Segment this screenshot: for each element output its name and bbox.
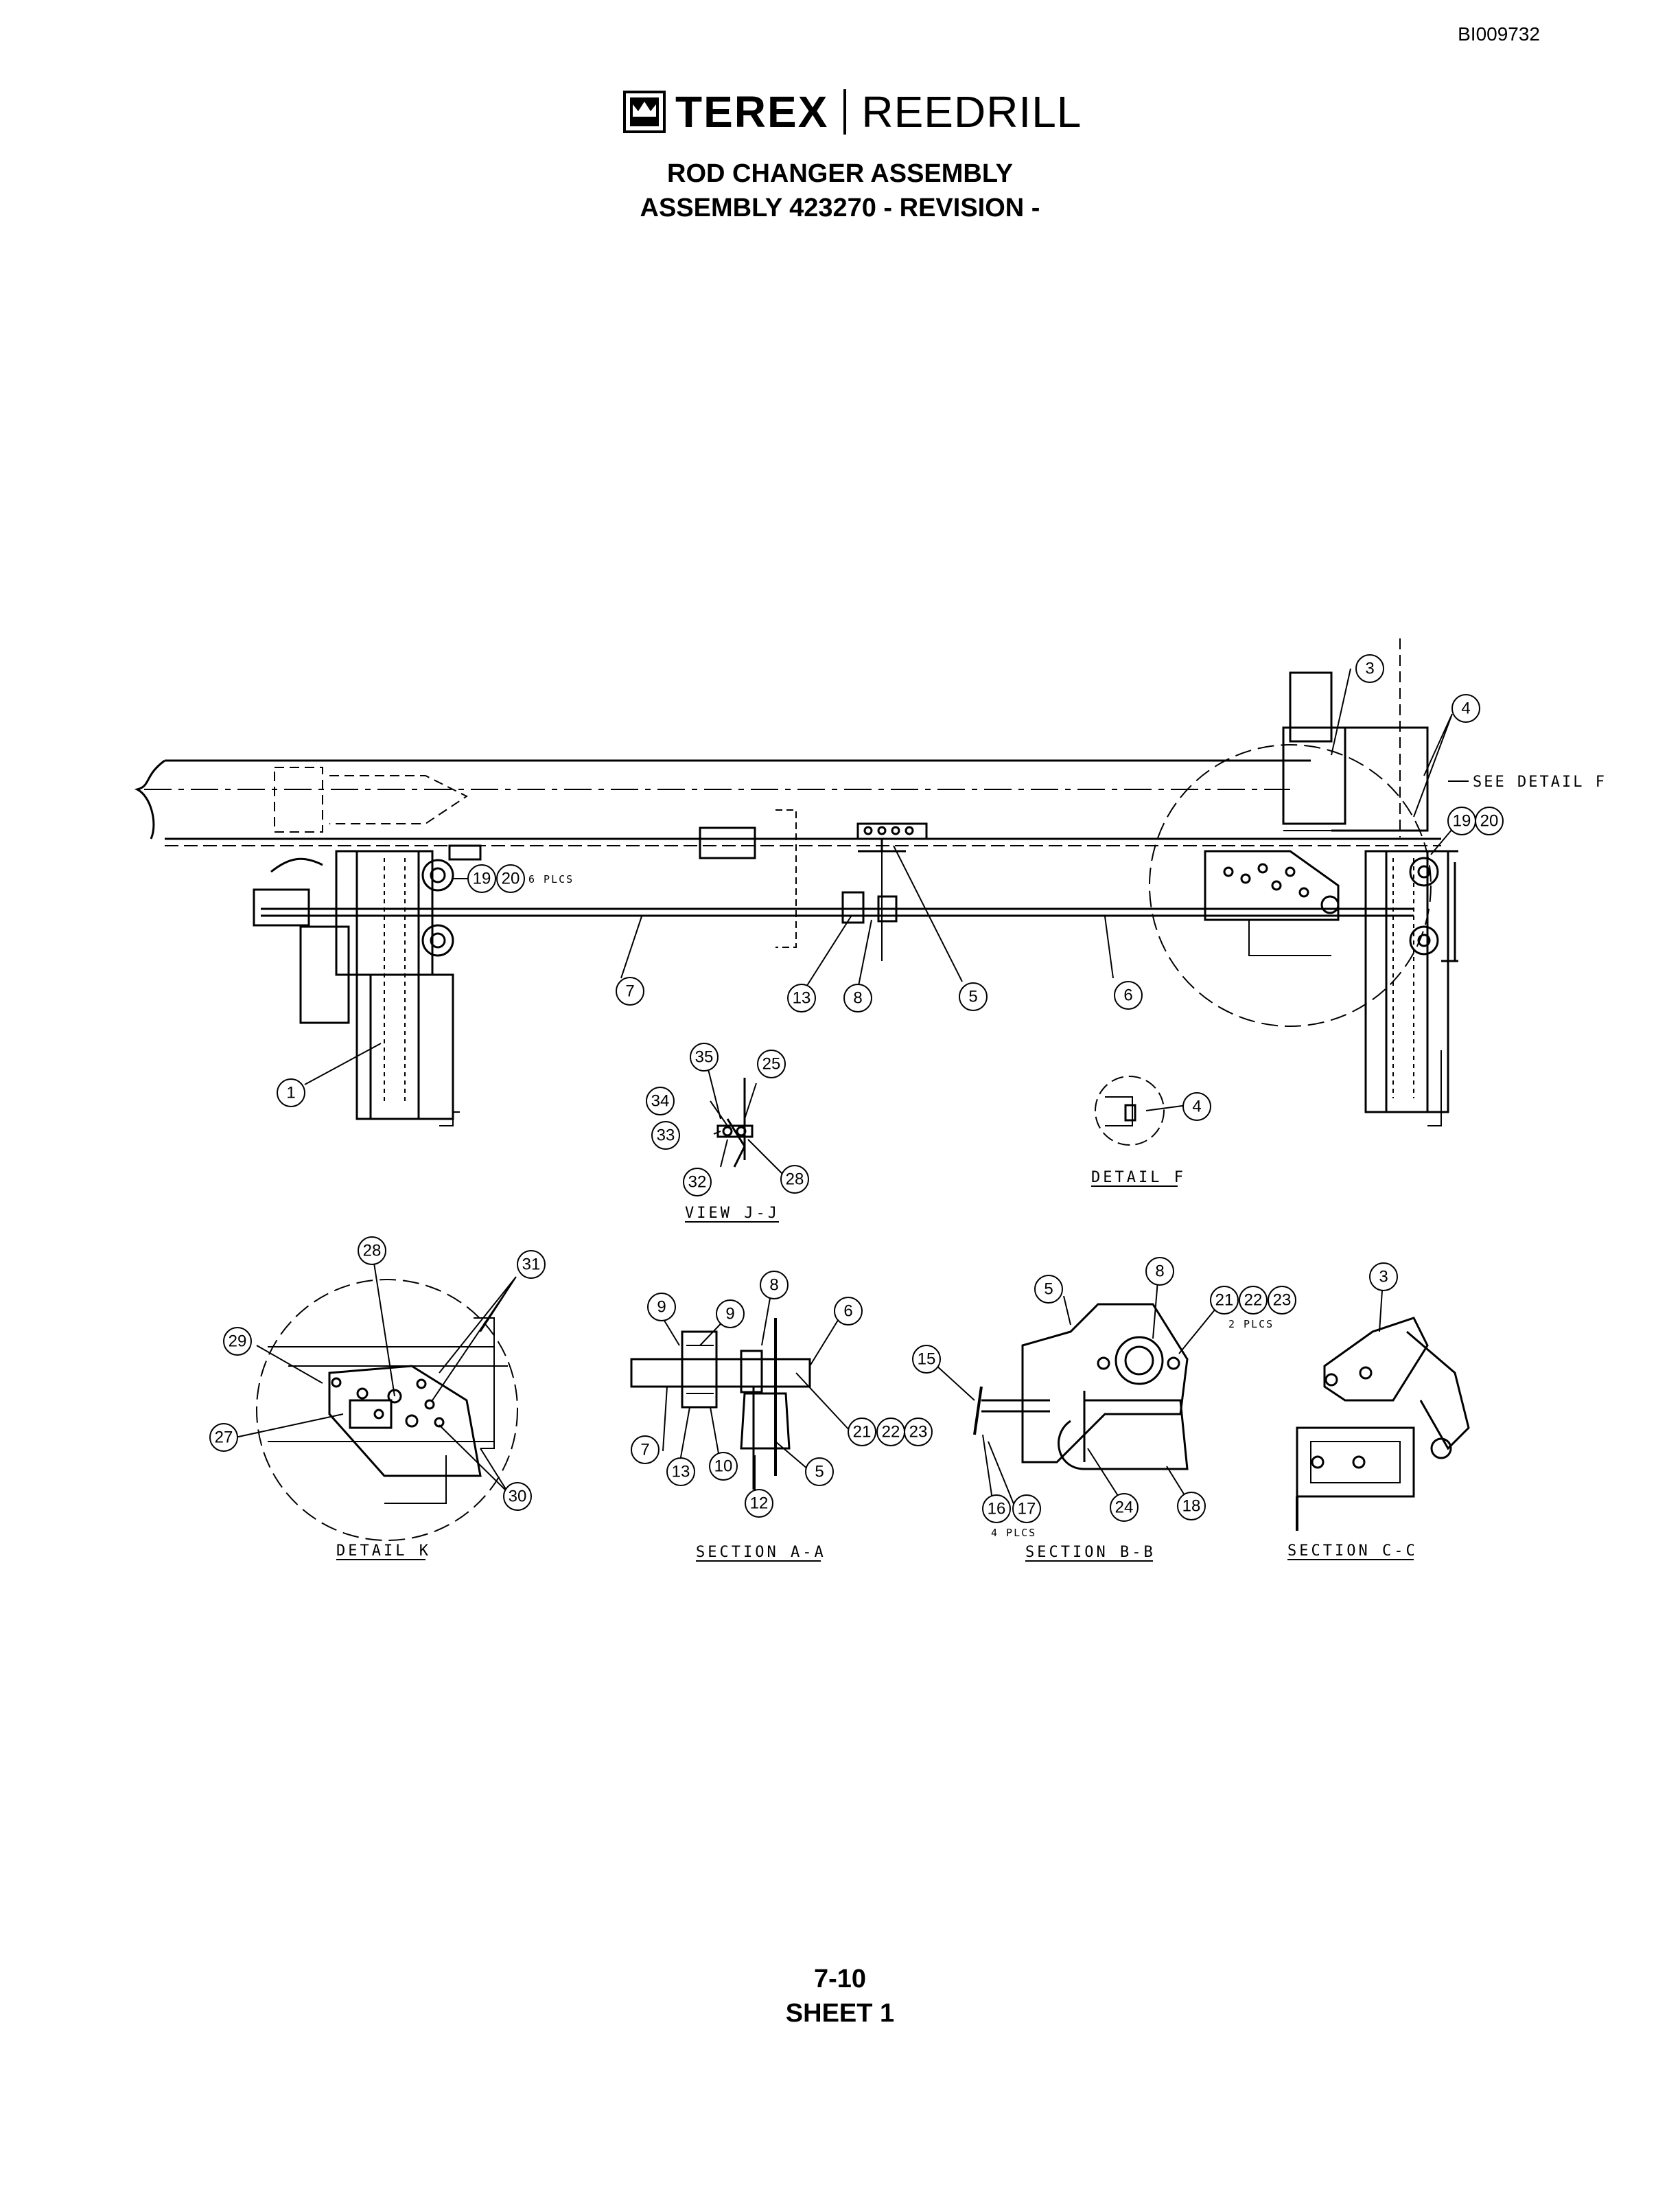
- balloon-22-aa: 22: [882, 1423, 900, 1442]
- balloon-34: 34: [651, 1092, 670, 1111]
- balloon-27: 27: [215, 1428, 233, 1447]
- balloon-18: 18: [1182, 1497, 1201, 1516]
- two-places-label: 2 PLCS: [1228, 1318, 1274, 1330]
- balloon-31: 31: [522, 1256, 541, 1274]
- balloon-3: 3: [1365, 660, 1374, 678]
- balloon-20: 20: [502, 870, 520, 888]
- balloon-8-aa: 8: [769, 1276, 778, 1295]
- balloon-17: 17: [1018, 1500, 1036, 1518]
- view-jj: [685, 1063, 783, 1223]
- caption-detail-f: DETAIL F: [1091, 1169, 1186, 1186]
- balloon-3-cc: 3: [1379, 1268, 1388, 1286]
- terex-crown-icon: [623, 91, 666, 133]
- balloon-9-a: 9: [657, 1298, 666, 1317]
- detail-k: [235, 1262, 518, 1560]
- sheet-number: SHEET 1: [785, 1999, 895, 2028]
- page-title: ROD CHANGER ASSEMBLY: [667, 159, 1013, 188]
- section-cc: [1287, 1290, 1470, 1560]
- logo-sub-text: REEDRILL: [861, 87, 1082, 137]
- balloon-32: 32: [688, 1173, 707, 1192]
- balloon-35: 35: [695, 1048, 714, 1067]
- balloon-25: 25: [762, 1055, 781, 1074]
- balloon-22-bb: 22: [1244, 1291, 1263, 1310]
- balloon-8: 8: [853, 989, 862, 1008]
- caption-section-aa: SECTION A-A: [696, 1544, 826, 1561]
- section-aa: [630, 1290, 852, 1562]
- balloon-1: 1: [286, 1084, 295, 1102]
- balloon-5: 5: [968, 988, 977, 1006]
- see-detail-f-label: SEE DETAIL F: [1473, 774, 1607, 791]
- balloon-12: 12: [750, 1494, 769, 1513]
- balloon-19-right: 19: [1453, 812, 1471, 831]
- balloon-8-bb: 8: [1155, 1262, 1164, 1281]
- balloon-5-aa: 5: [815, 1463, 824, 1481]
- balloon-5-bb: 5: [1044, 1280, 1053, 1299]
- balloon-10: 10: [714, 1457, 733, 1476]
- balloon-24: 24: [1115, 1498, 1134, 1517]
- balloon-7-aa: 7: [640, 1441, 649, 1459]
- balloon-9-b: 9: [725, 1305, 734, 1323]
- detail-f: [1091, 1076, 1188, 1187]
- caption-section-cc: SECTION C-C: [1287, 1542, 1418, 1560]
- four-places-label: 4 PLCS: [991, 1527, 1036, 1539]
- caption-view-jj: VIEW J-J: [685, 1205, 780, 1222]
- balloon-19: 19: [473, 870, 491, 888]
- balloon-33: 33: [657, 1126, 675, 1145]
- balloon-21-bb: 21: [1215, 1291, 1234, 1310]
- caption-detail-k: DETAIL K: [336, 1542, 431, 1560]
- balloon-13: 13: [793, 989, 811, 1008]
- balloon-20-right: 20: [1480, 812, 1499, 831]
- balloon-28-jj: 28: [786, 1170, 804, 1189]
- section-bb: [927, 1272, 1222, 1562]
- balloon-15: 15: [918, 1350, 936, 1369]
- balloon-23-bb: 23: [1273, 1291, 1292, 1310]
- balloon-29: 29: [229, 1332, 247, 1351]
- balloon-16: 16: [988, 1500, 1006, 1518]
- balloon-group: [209, 654, 1504, 1523]
- balloon-6-aa: 6: [843, 1302, 852, 1321]
- caption-section-bb: SECTION B-B: [1025, 1544, 1156, 1561]
- document-id: BI009732: [1458, 23, 1540, 45]
- balloon-28-k: 28: [363, 1242, 382, 1260]
- balloon-4: 4: [1461, 699, 1470, 718]
- balloon-23-aa: 23: [909, 1423, 928, 1442]
- balloon-21-aa: 21: [853, 1423, 872, 1442]
- main-assembly-view: [134, 638, 1469, 1126]
- terex-reedrill-logo: TEREX REEDRILL: [623, 86, 1082, 137]
- page-number: 7-10: [813, 1965, 867, 1993]
- six-places-label: 6 PLCS: [528, 873, 574, 886]
- balloon-numbers: 1 3 4 4 5 6 7 8 13 19 20 19 20 35 25 34 …: [215, 660, 1499, 1518]
- balloon-4-detail-f: 4: [1192, 1098, 1201, 1116]
- balloon-13-aa: 13: [672, 1463, 690, 1481]
- logo-brand-text: TEREX: [675, 87, 829, 137]
- page-subtitle: ASSEMBLY 423270 - REVISION -: [640, 194, 1040, 222]
- logo-divider: [843, 89, 847, 135]
- balloon-7: 7: [625, 982, 634, 1001]
- balloon-30: 30: [509, 1488, 527, 1506]
- balloon-6: 6: [1123, 986, 1132, 1005]
